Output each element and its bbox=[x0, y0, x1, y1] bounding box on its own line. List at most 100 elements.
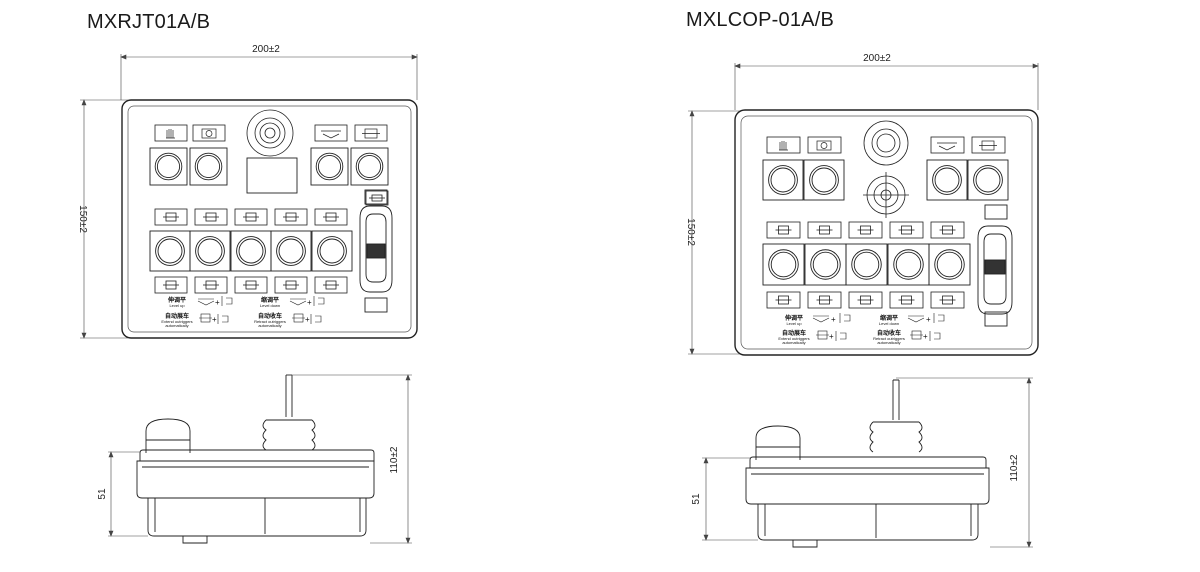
level-icon bbox=[321, 130, 341, 139]
push-button bbox=[189, 147, 228, 186]
extend-label: 自动展车 bbox=[165, 312, 189, 320]
level-up-label-en: Level up bbox=[786, 321, 802, 326]
retract-label-en2: automatically bbox=[258, 323, 281, 328]
svg-text:+: + bbox=[305, 315, 310, 324]
depth-dimension-right bbox=[702, 377, 1033, 548]
hand-icon bbox=[779, 141, 788, 151]
level-up-label: 伸调平 bbox=[784, 314, 803, 322]
label-plate-level bbox=[314, 124, 348, 142]
panel-inner-outline bbox=[740, 115, 1033, 350]
level-up-label-en: Level up bbox=[169, 303, 185, 308]
push-button bbox=[803, 159, 845, 201]
svg-text:+: + bbox=[307, 298, 312, 307]
crosshair-icon bbox=[863, 172, 909, 218]
push-button bbox=[189, 230, 231, 272]
label-plate bbox=[807, 291, 842, 309]
push-button bbox=[149, 147, 188, 186]
label-plate bbox=[365, 190, 389, 206]
hand-icon bbox=[166, 129, 175, 139]
svg-text:+: + bbox=[829, 332, 834, 341]
label-plate-outrigger bbox=[354, 124, 388, 142]
label-plate bbox=[274, 276, 308, 294]
label-plate-hand bbox=[154, 124, 188, 142]
retract-label: 自动收车 bbox=[258, 312, 282, 320]
label-plate bbox=[889, 221, 924, 239]
label-plate bbox=[766, 291, 801, 309]
label-plate bbox=[274, 208, 308, 226]
level-down-label: 缩调平 bbox=[261, 296, 279, 304]
width-dimension-label: 200±2 bbox=[863, 53, 891, 64]
height-dimension-label: 150±2 bbox=[77, 205, 88, 233]
model-title-right: MXLCOP-01A/B bbox=[686, 9, 835, 31]
level-icon bbox=[937, 142, 957, 151]
depth-dimension-label: 110±2 bbox=[389, 446, 400, 473]
retract-label: 自动收车 bbox=[877, 329, 901, 337]
outrigger-icon bbox=[979, 140, 997, 151]
push-button bbox=[350, 147, 389, 186]
label-plate bbox=[807, 221, 842, 239]
extend-label-en2: automatically bbox=[782, 340, 805, 345]
extend-label: 自动展车 bbox=[782, 329, 806, 337]
width-dimension-right bbox=[734, 63, 1039, 110]
model-title-left: MXRJT01A/B bbox=[87, 11, 211, 33]
height-dimension-left bbox=[80, 99, 128, 339]
label-plate-level bbox=[930, 136, 965, 154]
label-plate bbox=[154, 276, 188, 294]
svg-text:+: + bbox=[215, 298, 220, 307]
label-plate bbox=[848, 291, 883, 309]
label-plate bbox=[194, 208, 228, 226]
label-plate bbox=[930, 221, 965, 239]
push-button bbox=[311, 230, 353, 272]
level-down-label-en: Level down bbox=[260, 303, 280, 308]
push-button bbox=[926, 159, 968, 201]
level-up-label: 伸调平 bbox=[167, 296, 186, 304]
push-button bbox=[845, 243, 888, 286]
label-plate bbox=[314, 208, 348, 226]
extend-label-en1: Extend outriggers bbox=[778, 336, 809, 341]
model-right-drawing: 200±2 150±2 bbox=[685, 53, 1039, 548]
outrigger-icon bbox=[362, 128, 380, 139]
level-down-label-en: Level down bbox=[879, 321, 899, 326]
joystick-icon bbox=[977, 204, 1013, 327]
height-dimension-right bbox=[688, 110, 742, 355]
label-plate-camera bbox=[192, 124, 226, 142]
svg-text:+: + bbox=[926, 315, 931, 324]
label-plate-camera bbox=[807, 136, 842, 154]
extend-label-en2: automatically bbox=[165, 323, 188, 328]
side-view-left bbox=[136, 374, 375, 544]
height-dimension-label: 150±2 bbox=[685, 218, 696, 246]
panel-outline bbox=[121, 99, 418, 339]
emergency-stop-icon bbox=[246, 109, 294, 157]
extend-label-en1: Extend outriggers bbox=[161, 319, 192, 324]
label-plate bbox=[766, 221, 801, 239]
model-left-drawing: 200±2 150±2 bbox=[77, 44, 418, 544]
retract-label-en1: Retract outriggers bbox=[254, 319, 286, 324]
emergency-stop-icon bbox=[863, 120, 909, 166]
camera-icon bbox=[816, 140, 832, 151]
retract-label-en2: automatically bbox=[877, 340, 900, 345]
label-plate bbox=[848, 221, 883, 239]
display-window bbox=[246, 157, 298, 194]
legend-left: 伸调平 Level up 缩调平 Level down 自动展车 Extend … bbox=[161, 296, 325, 328]
label-plate bbox=[234, 276, 268, 294]
retract-label-en1: Retract outriggers bbox=[873, 336, 905, 341]
depth-dimension-left bbox=[108, 374, 412, 544]
svg-text:+: + bbox=[831, 315, 836, 324]
label-plate bbox=[930, 291, 965, 309]
body-dimension-label: 51 bbox=[97, 488, 108, 500]
push-button bbox=[928, 243, 971, 286]
level-down-label: 缩调平 bbox=[880, 314, 898, 322]
joystick-icon bbox=[359, 189, 393, 313]
label-plate bbox=[314, 276, 348, 294]
legend-right: 伸调平 Level up 缩调平 Level down 自动展车 Extend … bbox=[778, 313, 945, 345]
camera-icon bbox=[201, 128, 217, 139]
push-button bbox=[310, 147, 349, 186]
panel-inner-outline bbox=[127, 105, 412, 333]
side-view-right bbox=[745, 379, 990, 548]
body-dimension-label: 51 bbox=[691, 493, 702, 505]
label-plate bbox=[154, 208, 188, 226]
svg-text:+: + bbox=[212, 315, 217, 324]
push-button bbox=[762, 159, 804, 201]
width-dimension-label: 200±2 bbox=[252, 44, 280, 55]
